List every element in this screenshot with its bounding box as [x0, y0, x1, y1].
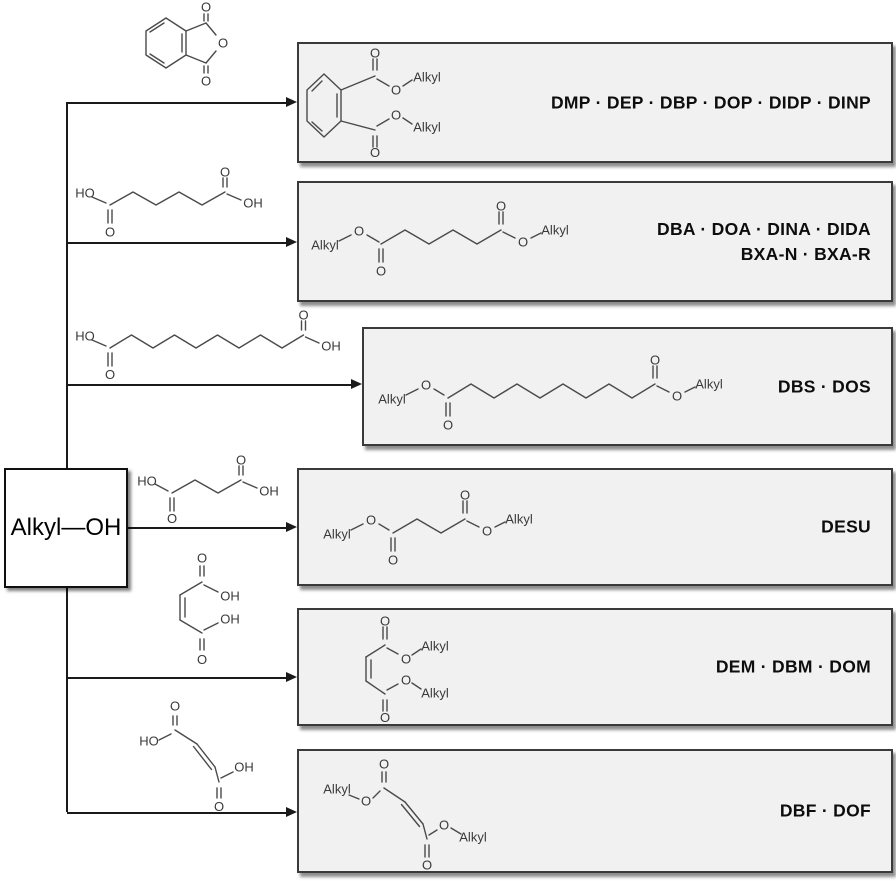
sebacate-ester-structure: Alkyl O O O O Alkyl — [378, 353, 723, 433]
adipate-ester-structure: Alkyl O O O O Alkyl — [311, 199, 569, 279]
atom-label-o: O — [391, 108, 401, 123]
atom-label-oh: OH — [234, 760, 254, 775]
arrow-succinates — [128, 522, 297, 532]
arrow-sebacates — [67, 379, 362, 389]
atom-label-o: O — [105, 367, 115, 380]
atom-label-o: O — [401, 673, 411, 688]
atom-label-o: O — [391, 83, 401, 98]
atom-label-o: O — [105, 225, 115, 238]
atom-label-o: O — [298, 308, 308, 323]
atom-label-o: O — [201, 74, 211, 89]
atom-label-oh: OH — [321, 339, 341, 354]
product-label-line: DEM · DBM · DOM — [715, 656, 871, 677]
source-label: Alkyl—OH — [10, 514, 122, 541]
atom-label-o: O — [220, 165, 230, 180]
atom-label-oh: OH — [243, 196, 263, 211]
atom-label-alkyl: Alkyl — [323, 527, 351, 542]
atom-label-alkyl: Alkyl — [413, 70, 441, 85]
product-box-fumarates: Alkyl O O O Alkyl O DBF · DOF — [297, 749, 893, 873]
atom-label-o: O — [496, 199, 506, 214]
atom-label-o: O — [214, 799, 224, 814]
product-label-adipates: DBA · DOA · DINA · DIDA BXA-N · BXA-R — [657, 217, 871, 267]
atom-label-o: O — [388, 553, 398, 568]
atom-label-o: O — [218, 36, 228, 51]
atom-label-o: O — [460, 488, 470, 503]
product-box-maleates: O O Alkyl O Alkyl O DEM · DBM · DOM — [297, 608, 893, 726]
atom-label-o: O — [361, 794, 371, 809]
product-box-sebacates: Alkyl O O O O Alkyl DBS · DOS — [362, 327, 893, 446]
atom-label-alkyl: Alkyl — [505, 512, 533, 527]
atom-label-o: O — [380, 614, 390, 629]
product-label-line: DBS · DOS — [777, 376, 871, 396]
product-label-line: DESU — [821, 516, 871, 537]
product-label-sebacates: DBS · DOS — [778, 374, 871, 399]
atom-label-o: O — [650, 353, 660, 368]
product-label-fumarates: DBF · DOF — [780, 799, 871, 824]
fumaric-acid-structure: O HO OH O — [139, 699, 254, 815]
phthalate-ester-structure: O O Alkyl O Alkyl O — [306, 46, 441, 160]
atom-label-alkyl: Alkyl — [695, 377, 723, 392]
phthalic-anhydride-structure: O O O — [145, 0, 228, 89]
atom-label-alkyl: Alkyl — [421, 686, 449, 701]
atom-label-alkyl: Alkyl — [459, 830, 487, 845]
atom-label-o: O — [380, 710, 390, 724]
atom-label-alkyl: Alkyl — [378, 392, 406, 407]
product-label-line: DBF · DOF — [779, 800, 871, 821]
succinate-ester-structure: Alkyl O O O O Alkyl — [323, 488, 533, 568]
arrow-fumarates — [67, 807, 297, 817]
atom-label-o: O — [672, 389, 682, 404]
atom-label-o: O — [376, 264, 386, 279]
source-box-alcohol: Alkyl—OH — [4, 468, 128, 588]
atom-label-o: O — [422, 858, 432, 872]
product-box-succinates: Alkyl O O O O Alkyl DESU — [297, 468, 893, 586]
atom-label-o: O — [366, 513, 376, 528]
atom-label-alkyl: Alkyl — [323, 782, 351, 797]
atom-label-o: O — [370, 145, 380, 160]
atom-label-o: O — [201, 0, 211, 15]
atom-label-o: O — [421, 378, 431, 393]
atom-label-o: O — [197, 551, 207, 566]
product-label-line: DMP · DEP · DBP · DOP · DIDP · DINP — [550, 92, 871, 112]
arrow-maleates — [67, 672, 297, 682]
atom-label-o: O — [443, 418, 453, 433]
product-label-maleates: DEM · DBM · DOM — [716, 655, 871, 680]
atom-label-o: O — [167, 511, 177, 524]
atom-label-o: O — [236, 453, 246, 468]
atom-label-alkyl: Alkyl — [413, 120, 441, 135]
arrow-phthalates — [67, 97, 297, 107]
product-label-succinates: DESU — [821, 515, 871, 540]
product-box-adipates: Alkyl O O O O Alkyl DBA · DOA · DINA · D… — [297, 181, 893, 302]
atom-label-o: O — [370, 46, 380, 61]
maleate-ester-structure: O O Alkyl O Alkyl O — [365, 614, 449, 724]
maleic-acid-structure: O OH OH O — [179, 551, 240, 666]
atom-label-o: O — [170, 699, 180, 714]
atom-label-o: O — [439, 818, 449, 833]
product-label-line: DBA · DOA · DINA · DIDA — [657, 218, 871, 239]
product-label-line: BXA-N · BXA-R — [740, 243, 871, 264]
atom-label-alkyl: Alkyl — [541, 223, 569, 238]
adipic-acid-structure: HO O O OH — [75, 165, 263, 238]
succinic-acid-structure: HO O O OH — [137, 453, 279, 525]
atom-label-o: O — [401, 652, 411, 667]
atom-label-ho: HO — [75, 186, 95, 201]
atom-label-alkyl: Alkyl — [311, 238, 339, 253]
sebacic-acid-structure: HO O O OH — [75, 308, 341, 381]
fumarate-ester-structure: Alkyl O O O Alkyl O — [323, 757, 487, 872]
atom-label-ho: HO — [139, 734, 159, 749]
atom-label-ho: HO — [137, 474, 157, 489]
atom-label-o: O — [197, 652, 207, 666]
atom-label-o: O — [482, 524, 492, 539]
product-box-phthalates: O O Alkyl O Alkyl O DMP · DEP · DBP · DO… — [297, 42, 893, 163]
atom-label-o: O — [518, 235, 528, 250]
atom-label-oh: OH — [259, 484, 279, 499]
atom-label-ho: HO — [75, 329, 95, 344]
connector-trunk — [66, 102, 68, 812]
atom-label-o: O — [354, 224, 364, 239]
product-label-phthalates: DMP · DEP · DBP · DOP · DIDP · DINP — [551, 90, 871, 115]
arrow-adipates — [67, 237, 297, 247]
atom-label-oh: OH — [220, 612, 240, 627]
atom-label-o: O — [379, 757, 389, 772]
atom-label-oh: OH — [220, 589, 240, 604]
atom-label-alkyl: Alkyl — [421, 639, 449, 654]
